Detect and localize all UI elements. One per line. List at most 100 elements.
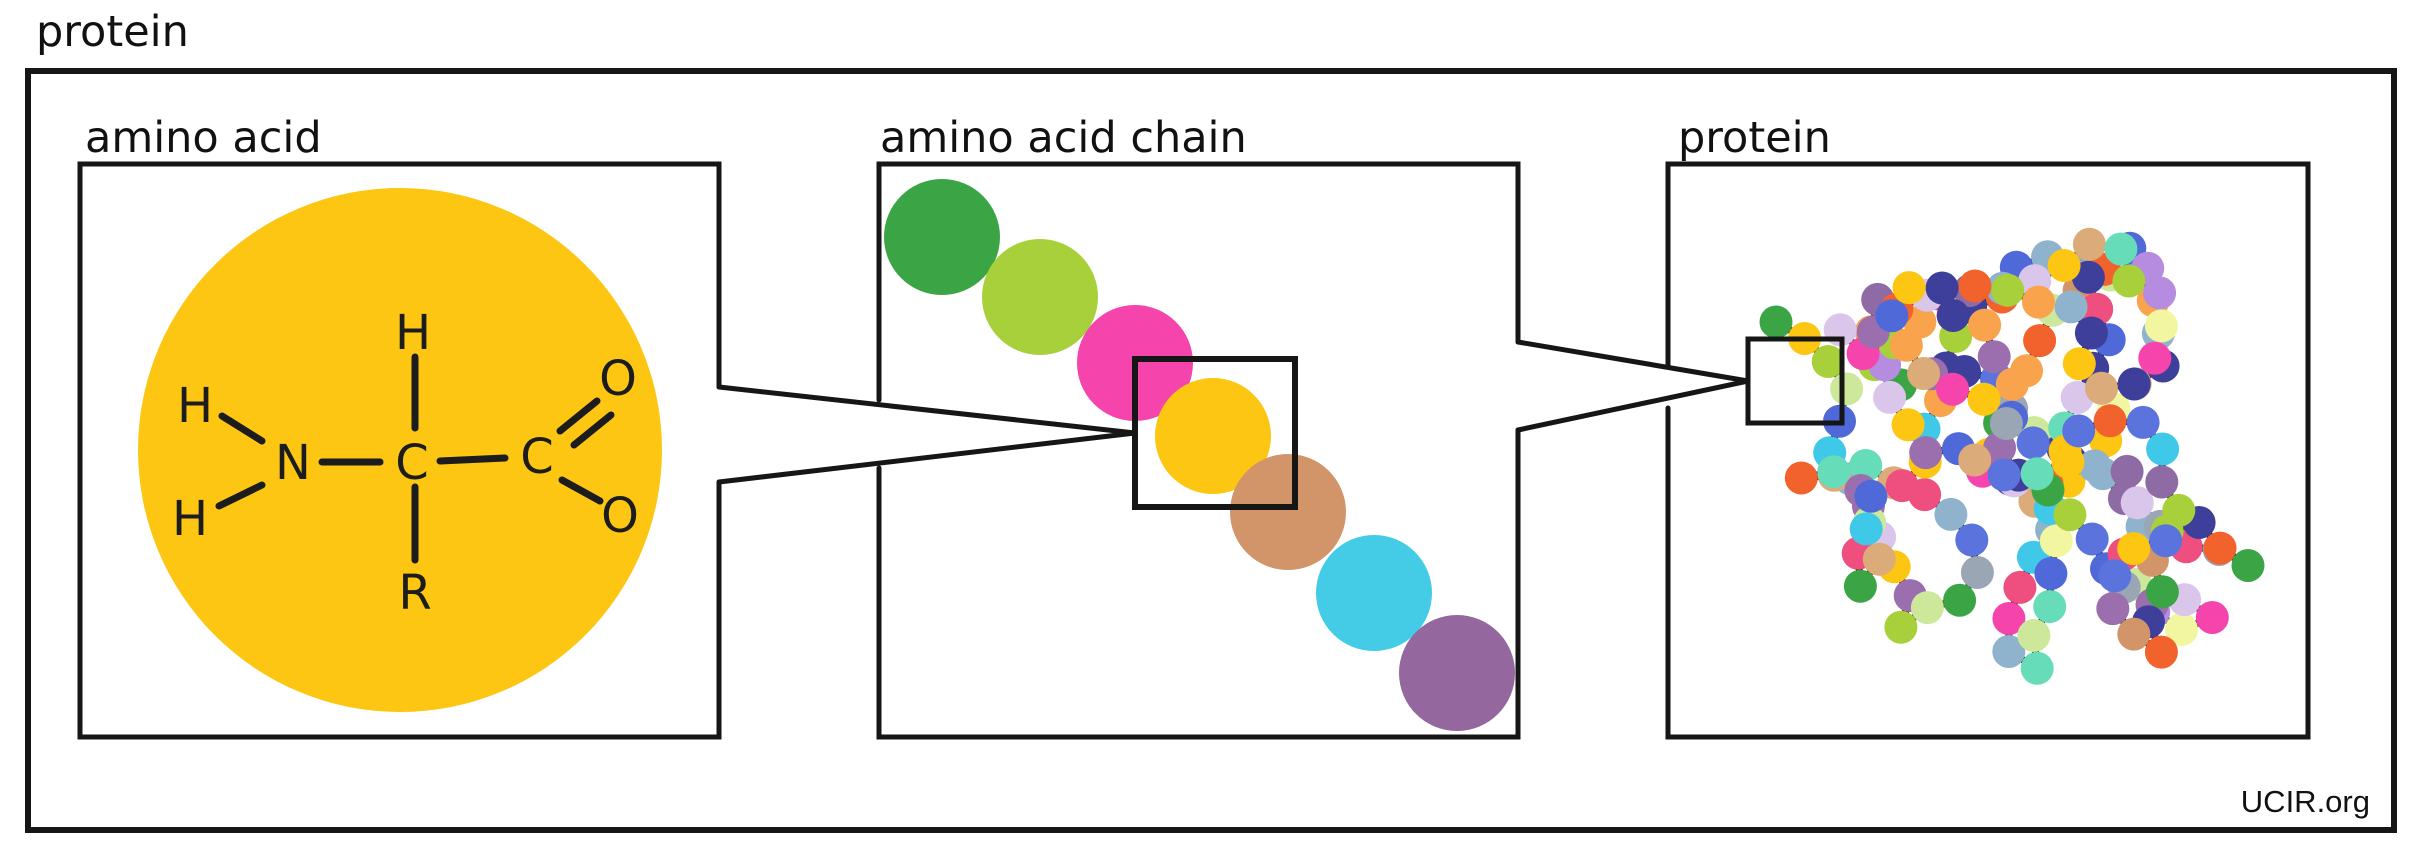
protein-chain-bead (1989, 407, 2023, 440)
protein-chain-bead (1875, 299, 1909, 333)
outer-protein-box (25, 68, 2397, 833)
protein-chain-bead (2110, 454, 2144, 488)
protein-chain-bead (1925, 271, 1959, 305)
protein-chain-bead (2144, 309, 2178, 343)
molecule-bond (558, 476, 604, 505)
protein-chain-bead (2146, 432, 2180, 466)
protein-chain-bead (2093, 404, 2127, 438)
protein-chain-bead (1849, 449, 1883, 482)
protein-chain-bead (2085, 371, 2118, 405)
protein-chain-bead (2047, 249, 2081, 282)
amino-acid-chain-label: amino acid chain (880, 113, 1247, 163)
protein-chain-bead (2016, 426, 2050, 460)
protein-chain-bead (2145, 465, 2179, 499)
protein-chain-bead (2195, 601, 2229, 634)
protein-chain-bead (1830, 372, 1864, 406)
zoom-line (1515, 378, 1751, 433)
protein-chain-bead (2143, 276, 2177, 310)
protein-chain-bead (1884, 610, 1918, 644)
molecule-bond (556, 397, 601, 435)
protein-chain-bead (1873, 380, 1907, 414)
atom-label-h: H (395, 305, 431, 361)
protein-chain-bead (2112, 264, 2146, 298)
protein-chain-bead (1849, 512, 1883, 546)
protein-chain-bead (2120, 486, 2154, 520)
protein-chain-bead (2138, 341, 2172, 375)
protein-chain-bead (2075, 522, 2109, 556)
protein-chain-bead (2072, 227, 2106, 261)
protein-chain-bead (1958, 269, 1992, 303)
protein-chain-bead (2023, 324, 2057, 358)
chain-bead (1230, 454, 1346, 570)
protein-chain-bead (1885, 469, 1919, 503)
protein-chain-bead (2020, 457, 2054, 491)
protein-chain-bead (1811, 345, 1845, 378)
protein-chain-bead (2051, 445, 2085, 479)
protein-chain-bead (1943, 583, 1977, 617)
protein-chain-bead (2104, 232, 2138, 266)
atom-label-r: R (398, 565, 431, 621)
protein-chain-bead (1784, 461, 1818, 495)
molecule-bond (218, 412, 266, 445)
chain-bead (1316, 535, 1432, 651)
protein-chain-bead (1843, 569, 1877, 603)
protein-chain-bead (2017, 619, 2051, 652)
protein-chain-bead (1909, 436, 1943, 470)
protein-chain-bead (2203, 531, 2237, 565)
diagram-title: protein (36, 7, 189, 57)
protein-chain-bead (1817, 455, 1851, 489)
protein-chain-bead (2144, 635, 2178, 669)
protein-chain-bead (2003, 570, 2037, 604)
protein-chain-bead (1960, 556, 1994, 589)
protein-chain-bead (2074, 316, 2108, 350)
protein-chain-bead (1967, 382, 2001, 416)
chain-zoom-square (1132, 356, 1298, 510)
protein-panel-label: protein (1678, 113, 1831, 163)
protein-chain-bead (2062, 347, 2096, 381)
atom-label-c: C (395, 435, 429, 491)
atom-label-o: O (601, 488, 639, 544)
protein-chain-bead (1892, 271, 1926, 305)
protein-chain-bead (1891, 408, 1925, 442)
protein-chain-bead (2039, 524, 2073, 558)
protein-chain-bead (1955, 523, 1989, 557)
protein-chain-bead (2149, 524, 2183, 558)
protein-chain-bead (2117, 367, 2151, 401)
atom-label-c: C (520, 429, 554, 485)
chain-bead (884, 179, 1000, 295)
amino-acid-circle (138, 188, 662, 712)
protein-box (1665, 161, 2311, 740)
chain-bead (982, 239, 1098, 355)
protein-chain-bead (1995, 367, 2029, 401)
protein-chain-bead (2034, 557, 2068, 590)
watermark-ucir: UCIR.org (2241, 784, 2370, 819)
protein-chain (1759, 227, 2265, 685)
atom-label-n: N (275, 435, 311, 491)
protein-chain-bead (2033, 590, 2067, 623)
chain-bead (1155, 378, 1271, 494)
protein-chain-bead (1934, 497, 1968, 531)
protein-chain-bead (1854, 479, 1888, 513)
chain-beads (884, 179, 1515, 731)
molecule-bond (570, 411, 615, 449)
protein-chain-bead (1936, 372, 1970, 406)
molecule-bond (215, 481, 266, 510)
protein-zoom-square (1745, 336, 1845, 426)
protein-chain-bead (2096, 592, 2130, 626)
protein-chain-bead (2162, 493, 2196, 527)
chain-bead (1399, 615, 1515, 731)
protein-chain-bead (2022, 285, 2055, 319)
protein-chain-bead (2062, 414, 2096, 448)
protein-chain-bead (1977, 340, 2011, 374)
protein-chain-bead (1862, 542, 1896, 576)
protein-chain-bead (2165, 613, 2198, 646)
protein-chain-bead (1936, 299, 1970, 332)
amino-acid-label: amino acid (85, 113, 322, 163)
atom-label-o: O (599, 351, 637, 407)
protein-chain-bead (2231, 549, 2265, 582)
zoom-connector-lines (716, 339, 1751, 485)
protein-chain-bead (1992, 602, 2026, 635)
